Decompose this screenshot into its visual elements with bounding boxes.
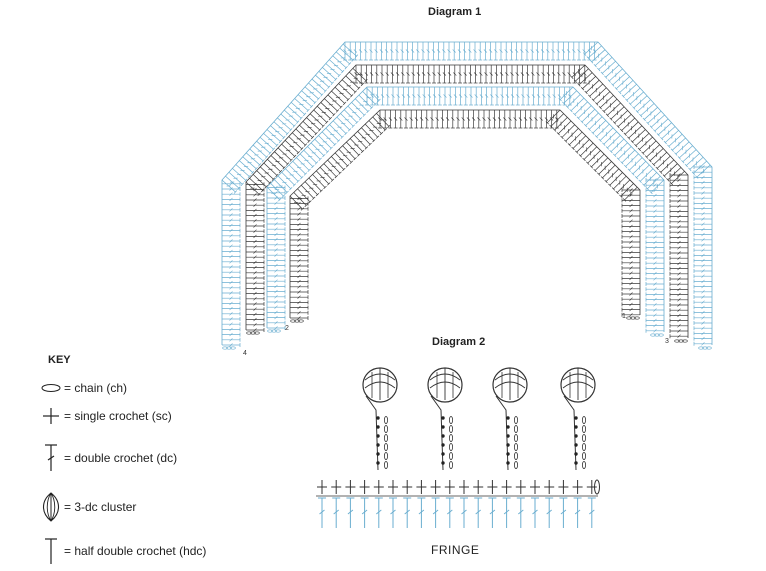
arch-row-1 [289, 109, 641, 323]
fringe-tassel-3 [492, 367, 528, 471]
key-label-double-crochet: = double crochet (dc) [64, 451, 178, 465]
row-number-1: 1 [622, 313, 626, 320]
arch-row-3 [245, 64, 689, 343]
diagram-1-row-numbers: 1 2 3 4 [243, 313, 669, 357]
key-item-hdc: = half double crochet (hdc) [40, 538, 207, 564]
key-title: KEY [48, 354, 71, 366]
single-crochet-symbol-icon [40, 403, 62, 429]
cluster-symbol-icon [40, 492, 62, 522]
diagram-1-arch [221, 41, 713, 350]
fringe-tassel-4 [560, 367, 596, 471]
key-label-chain: = chain (ch) [64, 381, 128, 395]
fringe-tassel-2 [427, 367, 463, 471]
diagram-2-title: Diagram 2 [432, 336, 486, 348]
key-item-single-crochet: = single crochet (sc) [40, 406, 172, 426]
fringe-label: FRINGE [431, 543, 480, 557]
key-item-double-crochet: = double crochet (dc) [40, 444, 178, 471]
diagram-2-fringe [316, 367, 600, 528]
key-item-chain: = chain (ch) [40, 378, 127, 398]
row-number-4: 4 [243, 350, 247, 357]
row-number-2: 2 [285, 325, 289, 332]
key-label-cluster: = 3-dc cluster [64, 500, 137, 514]
double-crochet-symbol-icon [40, 444, 62, 471]
key-label-single-crochet: = single crochet (sc) [64, 409, 172, 423]
key-item-cluster: = 3-dc cluster [40, 492, 137, 522]
row-number-3: 3 [665, 338, 669, 345]
diagram-1-title: Diagram 1 [428, 6, 482, 18]
hdc-symbol-icon [40, 538, 62, 564]
key-label-hdc: = half double crochet (hdc) [64, 544, 207, 558]
chain-symbol-icon [40, 375, 62, 401]
arch-row-4 [221, 41, 713, 350]
fringe-base-rows [316, 479, 600, 528]
fringe-tassel-1 [362, 367, 398, 471]
arch-row-2 [266, 86, 665, 337]
